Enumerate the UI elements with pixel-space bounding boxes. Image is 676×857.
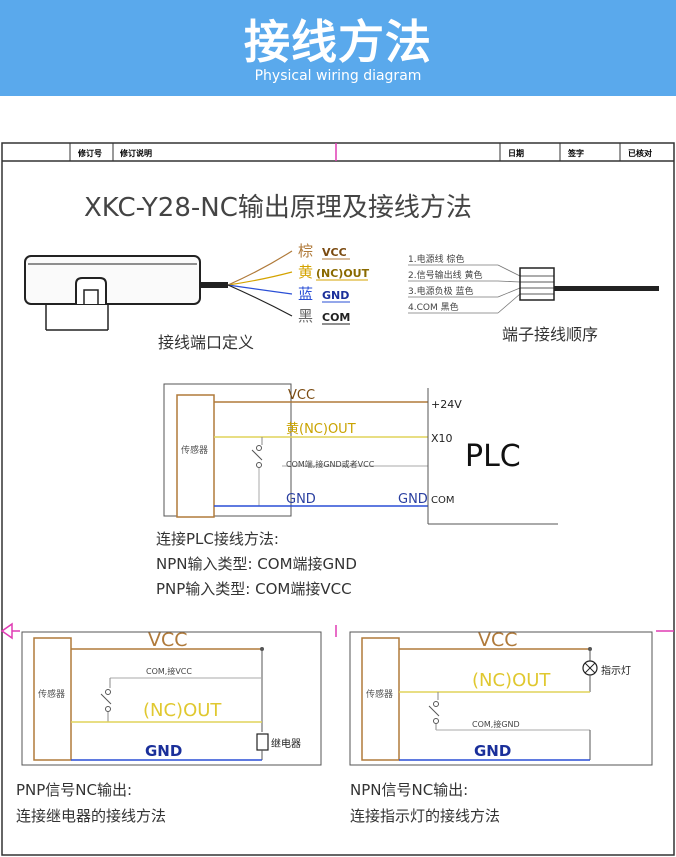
wire-fan (227, 250, 293, 317)
pnp-gnd-label: GND (145, 742, 182, 760)
pnp-sensor-box (33, 637, 72, 761)
header-cell-rev-desc: 修订说明 (119, 148, 152, 158)
pnp-relay-diagram: 传感器 VCC COM,接VCC (NC)OUT GND 继电器 (21, 629, 322, 766)
plc-gnd-left: GND (286, 492, 316, 507)
wire-signal-out: (NC)OUT (316, 267, 370, 280)
port-definition-caption: 接线端口定义 (158, 333, 254, 352)
npn-out-label: (NC)OUT (472, 670, 551, 691)
terminal-line-1: 1.电源线 棕色 (408, 253, 464, 265)
wire-signal-com: COM (322, 311, 350, 324)
pnp-relay-label: 继电器 (271, 737, 301, 750)
npn-sensor-label: 传感器 (366, 688, 393, 700)
plc-caption-2: NPN输入类型: COM端接GND (156, 555, 357, 573)
pnp-vcc-label: VCC (148, 629, 188, 651)
plc-24v-label: +24V (431, 398, 462, 411)
header-cell-checked: 已核对 (628, 148, 652, 158)
wire-signal-vcc: VCC (322, 246, 347, 259)
header-cell-rev-no: 修订号 (77, 148, 102, 158)
plc-gnd-right: GND (398, 492, 428, 507)
wire-color-blue: 蓝 (298, 285, 313, 303)
terminal-line-4: 4.COM 黑色 (408, 301, 459, 313)
pnp-com-note: COM,接VCC (146, 666, 192, 676)
plc-title: PLC (465, 439, 521, 474)
npn-gnd-label: GND (474, 742, 511, 760)
plc-sensor-box (176, 394, 215, 518)
wire-signal-gnd: GND (322, 289, 349, 302)
plc-caption-1: 连接PLC接线方法: (156, 530, 279, 548)
plc-wiring-diagram: 传感器 VCC 黄(NC)OUT COM端,接GND或者VCC GND GND … (163, 383, 558, 525)
wire-color-yellow: 黄 (298, 263, 313, 281)
npn-caption-2: 连接指示灯的接线方法 (350, 807, 500, 825)
header-cell-sign: 签字 (567, 148, 584, 158)
page-banner: 接线方法 Physical wiring diagram (0, 0, 676, 96)
banner-title: 接线方法 (244, 15, 432, 69)
drawing-frame (1, 142, 675, 856)
header-cell-date: 日期 (508, 148, 524, 158)
revision-header-row: 修订号 修订说明 日期 签字 已核对 (2, 143, 674, 162)
wire-color-brown: 棕 (298, 242, 313, 260)
plc-com-note: COM端,接GND或者VCC (286, 459, 375, 469)
plc-caption-3: PNP输入类型: COM端接VCC (156, 580, 352, 598)
plc-com-label: COM (431, 495, 454, 506)
main-title: XKC-Y28-NC输出原理及接线方法 (84, 193, 472, 223)
pnp-caption-1: PNP信号NC输出: (16, 781, 132, 799)
plc-x10-label: X10 (431, 432, 453, 445)
npn-vcc-label: VCC (478, 629, 518, 651)
npn-caption-1: NPN信号NC输出: (350, 781, 468, 799)
pnp-sensor-label: 传感器 (38, 688, 65, 700)
pnp-out-label: (NC)OUT (143, 700, 222, 721)
terminal-line-3: 3.电源负极 蓝色 (408, 285, 473, 297)
wire-labels: 棕 VCC 黄 (NC)OUT 蓝 GND 黑 COM (298, 242, 370, 325)
pnp-caption-2: 连接继电器的接线方法 (16, 807, 166, 825)
plc-out-label: 黄(NC)OUT (286, 422, 356, 437)
banner-subtitle: Physical wiring diagram (254, 68, 422, 84)
npn-lamp-diagram: 传感器 VCC (NC)OUT 指示灯 COM,接GND GND (349, 629, 653, 766)
terminal-order-caption: 端子接线顺序 (502, 325, 598, 344)
side-markers (0, 622, 674, 640)
sensor-body-illustration (24, 255, 228, 331)
npn-com-note: COM,接GND (472, 719, 520, 729)
wire-color-black: 黑 (298, 307, 313, 325)
npn-sensor-box (361, 637, 400, 761)
plc-vcc-label: VCC (288, 388, 315, 403)
npn-lamp-label: 指示灯 (601, 664, 631, 677)
plc-sensor-label: 传感器 (181, 444, 208, 456)
terminal-line-2: 2.信号输出线 黄色 (408, 269, 482, 281)
terminal-order-legend: 1.电源线 棕色 2.信号输出线 黄色 3.电源负极 蓝色 4.COM 黑色 (408, 253, 659, 314)
